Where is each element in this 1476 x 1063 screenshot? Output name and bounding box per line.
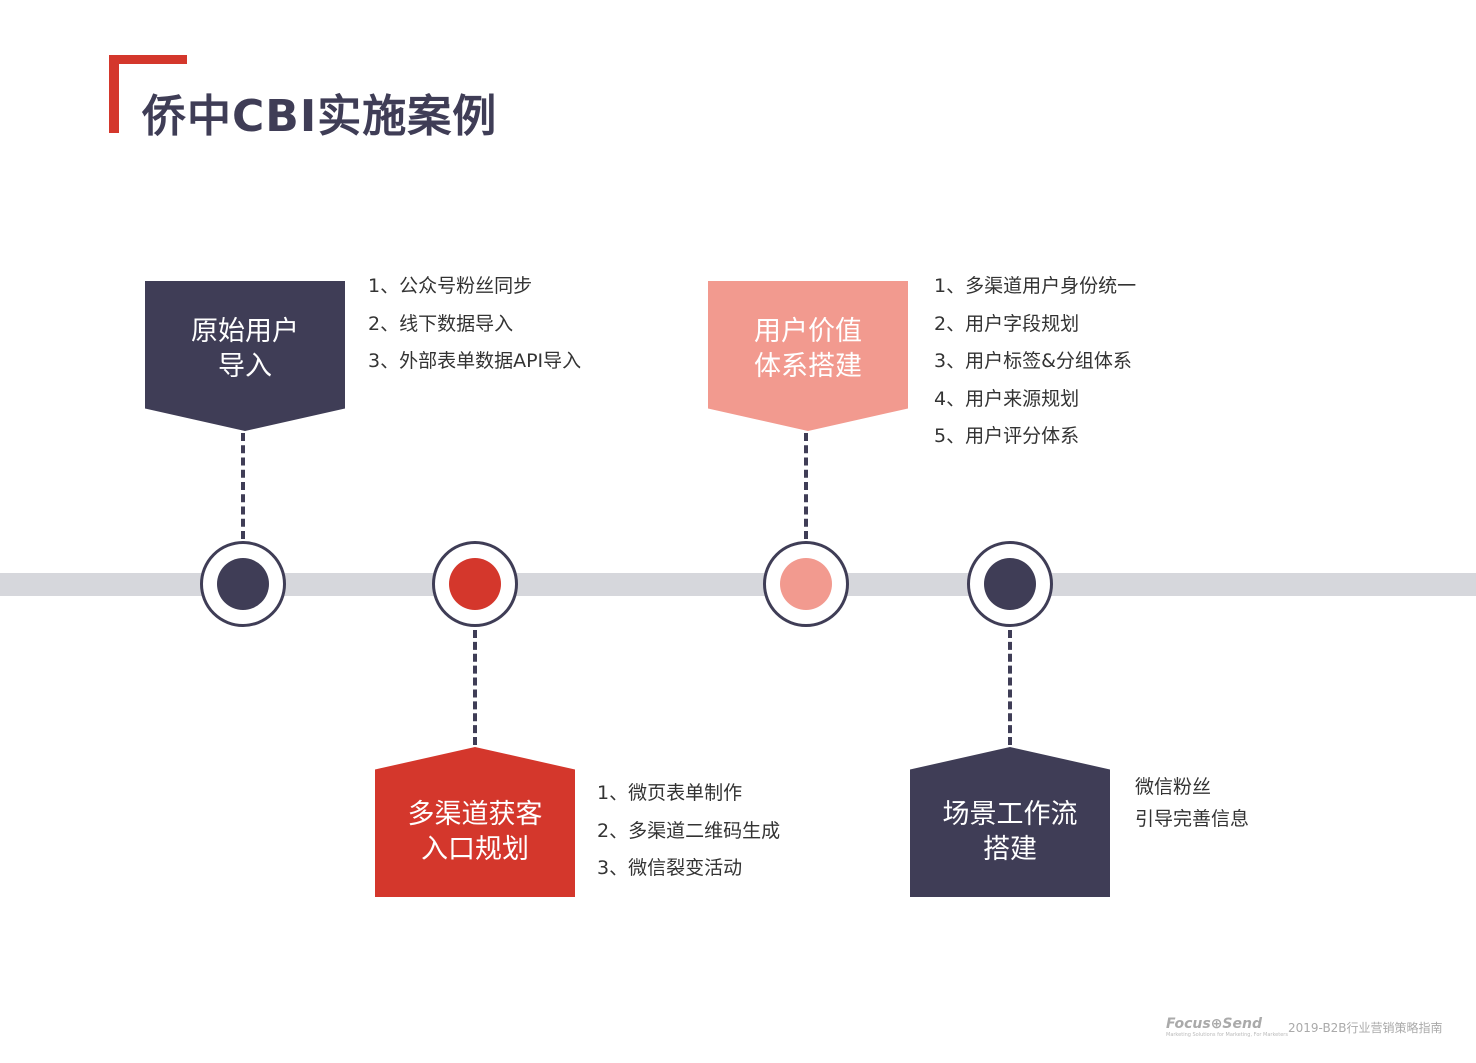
step-label: 多渠道获客 [407,799,543,830]
connector [804,433,808,539]
step-label: 导入 [218,351,272,382]
timeline-node-1 [200,541,286,627]
step-list-3: 1、多渠道用户身份统一 2、用户字段规划 3、用户标签&分组体系 4、用户来源规… [934,268,1136,456]
list-item: 4、用户来源规划 [934,387,1080,410]
list-item: 1、公众号粉丝同步 [368,275,533,297]
step-list-4: 微信粉丝 引导完善信息 [1135,771,1249,835]
page-title: 侨中CBI实施案例 [142,91,498,142]
step-label: 搭建 [983,834,1037,865]
footer-logo: Focus⊕Send Marketing Solutions for Marke… [1166,1016,1288,1038]
footer-text: 2019-B2B行业营销策略指南 [1288,1021,1443,1035]
list-item: 引导完善信息 [1135,808,1250,830]
list-item: 1、微页表单制作 [597,782,743,804]
connector [1008,630,1012,745]
step-list-2: 1、微页表单制作 2、多渠道二维码生成 3、微信裂变活动 [597,775,780,888]
list-item: 3、微信裂变活动 [597,857,743,879]
step-box-1: 原始用户导入 [145,281,345,431]
connector [473,630,477,745]
list-item: 3、外部表单数据API导入 [368,350,582,372]
step-label: 原始用户 [191,316,299,347]
list-item: 1、多渠道用户身份统一 [934,275,1137,297]
step-label: 入口规划 [421,834,529,865]
step-label: 体系搭建 [754,351,862,382]
timeline-node-3 [763,541,849,627]
timeline-node-2 [432,541,518,627]
step-list-1: 1、公众号粉丝同步 2、线下数据导入 3、外部表单数据API导入 [368,268,581,381]
list-item: 3、用户标签&分组体系 [934,350,1132,372]
list-item: 2、用户字段规划 [934,312,1080,335]
step-box-3: 用户价值体系搭建 [708,281,908,431]
step-label: 用户价值 [754,316,862,347]
timeline-node-4 [967,541,1053,627]
list-item: 2、多渠道二维码生成 [597,819,781,842]
connector [241,433,245,539]
list-item: 5、用户评分体系 [934,425,1080,447]
timeline-bar [0,573,1476,596]
step-label: 场景工作流 [942,799,1078,830]
list-item: 微信粉丝 [1135,776,1212,798]
list-item: 2、线下数据导入 [368,312,514,335]
step-box-2: 多渠道获客入口规划 [375,747,575,897]
brand-logo: Focus⊕Send [1166,1016,1262,1032]
title-accent [109,55,187,64]
title-accent [109,55,119,133]
brand-tagline: Marketing Solutions for Marketing, For M… [1166,1032,1288,1038]
step-box-4: 场景工作流搭建 [910,747,1110,897]
